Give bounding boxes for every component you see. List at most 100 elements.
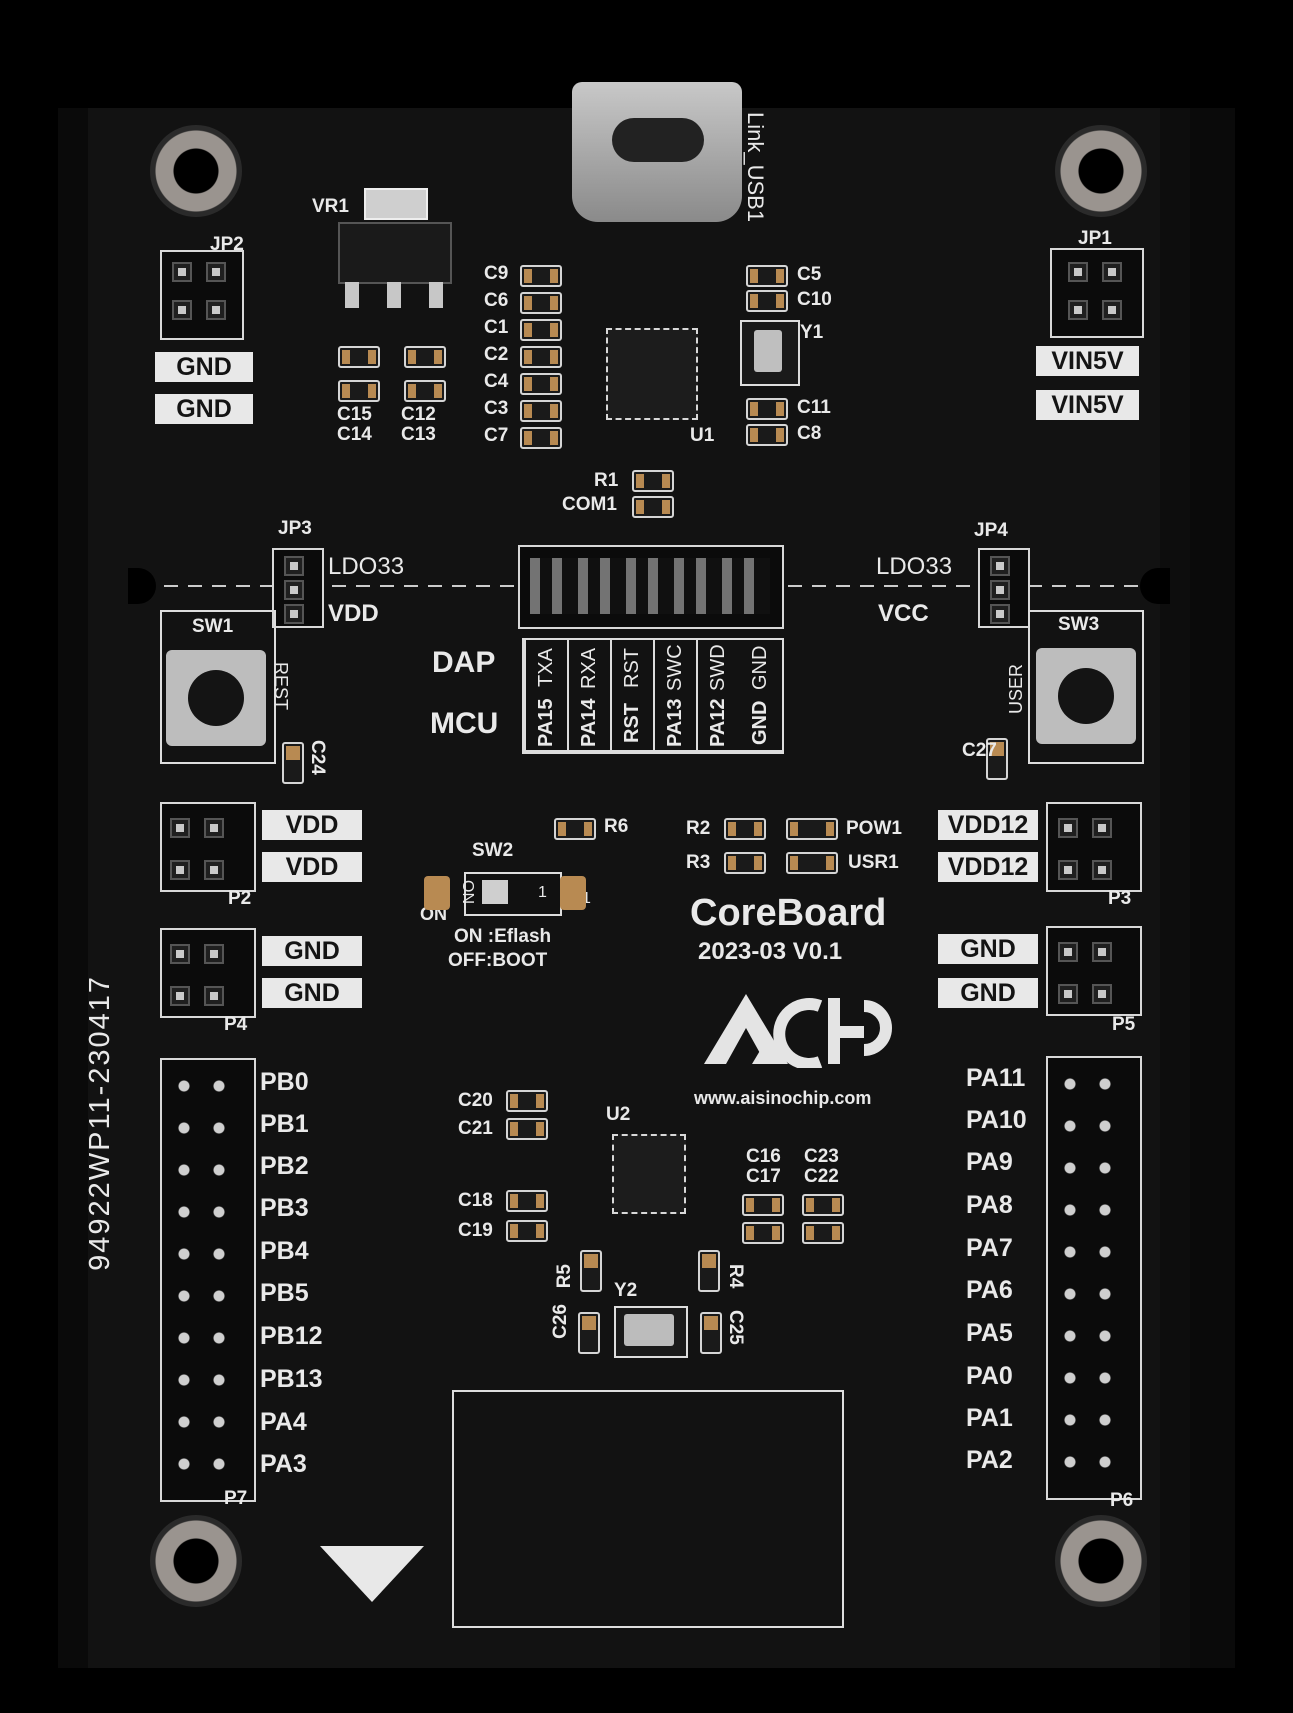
capacitor-c21 — [506, 1118, 548, 1140]
vcc-right-label: VCC — [878, 600, 929, 627]
p7-pin-pa3: PA3 — [260, 1450, 307, 1478]
sw1-outline — [160, 610, 276, 764]
p7-pin-pb13: PB13 — [260, 1365, 323, 1393]
p3-pin — [1058, 818, 1078, 838]
p2-vdd-label-1: VDD — [262, 810, 362, 840]
p6-pin-pa7: PA7 — [966, 1234, 1013, 1262]
label-c3: C3 — [484, 398, 509, 419]
label-c22: C22 — [804, 1166, 839, 1187]
usb-label: Link_USB1 — [743, 112, 768, 223]
vr1-tab — [364, 188, 428, 220]
breakaway-notch-right — [1140, 568, 1170, 604]
p7-pin-pa4: PA4 — [260, 1408, 307, 1436]
label-c20: C20 — [458, 1090, 493, 1111]
mcu-cell-pa13: PA13 — [653, 696, 696, 752]
sw1-reset-button[interactable] — [188, 670, 244, 726]
capacitor-c24 — [282, 742, 304, 784]
p3-pin — [1058, 860, 1078, 880]
jp3-label: JP3 — [278, 518, 312, 539]
dap-cell-rxa: RXA — [567, 640, 610, 696]
p6-pin-pa10: PA10 — [966, 1106, 1027, 1134]
capacitor-c4 — [520, 373, 562, 395]
led-com1 — [632, 496, 674, 518]
sw2-dip-switch[interactable] — [464, 872, 562, 916]
sw2-pad-left — [424, 876, 450, 910]
jp1-pin — [1102, 300, 1122, 320]
aichip-logo — [700, 988, 910, 1070]
p5-pin — [1058, 942, 1078, 962]
p4-pin — [204, 986, 224, 1006]
mcu-cell-pa14: PA14 — [567, 696, 610, 752]
sw2-on-side-label: ON — [459, 880, 476, 904]
p4-label: P4 — [224, 1014, 248, 1035]
p6-pin-pa8: PA8 — [966, 1191, 1013, 1219]
p7-pin-pb3: PB3 — [260, 1194, 309, 1222]
capacitor-c20 — [506, 1090, 548, 1112]
mcu-cell-rst: RST — [610, 696, 653, 752]
vr1-regulator — [338, 222, 452, 284]
resistor-r2 — [724, 818, 766, 840]
label-c26: C26 — [550, 1304, 571, 1339]
p3-vdd12-label-2: VDD12 — [938, 852, 1038, 882]
dap-cell-gnd: GND — [749, 645, 771, 691]
resistor-r4 — [698, 1250, 720, 1292]
label-r6: R6 — [604, 816, 629, 837]
capacitor-c6 — [520, 292, 562, 314]
capacitor-c10 — [746, 290, 788, 312]
label-c12: C12 — [401, 404, 436, 425]
sw2-pad-right — [560, 876, 586, 910]
label-c11: C11 — [797, 397, 831, 418]
gnd-top-label-1: GND — [155, 352, 253, 382]
dap-cell-rst: RST — [610, 640, 653, 696]
label-c2: C2 — [484, 344, 509, 365]
board-version: 2023-03 V0.1 — [698, 938, 843, 965]
sw3-user-button[interactable] — [1058, 668, 1114, 724]
p7-pin-pb4: PB4 — [260, 1237, 309, 1265]
label-r3: R3 — [686, 852, 711, 873]
jp2-header[interactable] — [160, 250, 244, 340]
orientation-triangle-icon — [320, 1546, 424, 1602]
p2-pin — [204, 860, 224, 880]
label-c5: C5 — [797, 264, 822, 285]
p7-pin-pb0: PB0 — [260, 1068, 309, 1096]
jp2-label: JP2 — [210, 234, 244, 255]
p5-gnd-label-2: GND — [938, 978, 1038, 1008]
mounting-hole-bottom-right — [1055, 1515, 1147, 1607]
capacitor-c9 — [520, 265, 562, 287]
vin5v-label-2: VIN5V — [1036, 390, 1139, 420]
jp2-pin — [172, 300, 192, 320]
sw1-func-label: REST — [271, 662, 291, 711]
resistor-r1 — [632, 470, 674, 492]
capacitor-c18 — [506, 1190, 548, 1212]
jp1-pin — [1068, 262, 1088, 282]
label-c21: C21 — [458, 1118, 493, 1139]
p6-pin-pa9: PA9 — [966, 1148, 1013, 1176]
p4-pin — [204, 944, 224, 964]
p6-label: P6 — [1110, 1490, 1134, 1511]
crystal-y2-body — [624, 1314, 674, 1346]
capacitor-c2 — [520, 346, 562, 368]
jp1-header[interactable] — [1050, 248, 1144, 338]
capacitor-c1 — [520, 319, 562, 341]
label-r5: R5 — [554, 1264, 575, 1289]
sw2-dip-slider[interactable] — [482, 880, 508, 904]
p3-label: P3 — [1108, 888, 1132, 909]
capacitor-c5 — [746, 265, 788, 287]
display-placeholder-outline — [452, 1390, 844, 1628]
jp3-pin — [284, 604, 304, 624]
p7-pin-pb1: PB1 — [260, 1110, 309, 1138]
label-usr1: USR1 — [848, 852, 899, 873]
label-u2: U2 — [606, 1104, 631, 1125]
label-c15: C15 — [337, 404, 372, 425]
dap-cell-swc: SWC — [653, 640, 696, 696]
p5-pin — [1092, 942, 1112, 962]
jp2-pin — [206, 300, 226, 320]
capacitor-c3 — [520, 400, 562, 422]
capacitor-c26 — [578, 1312, 600, 1354]
label-c17: C17 — [746, 1166, 781, 1187]
led-pow1 — [786, 818, 838, 840]
jp1-pin — [1102, 262, 1122, 282]
board-title: CoreBoard — [690, 892, 887, 934]
capacitor-c25 — [700, 1312, 722, 1354]
dap-header-pins — [530, 558, 770, 614]
